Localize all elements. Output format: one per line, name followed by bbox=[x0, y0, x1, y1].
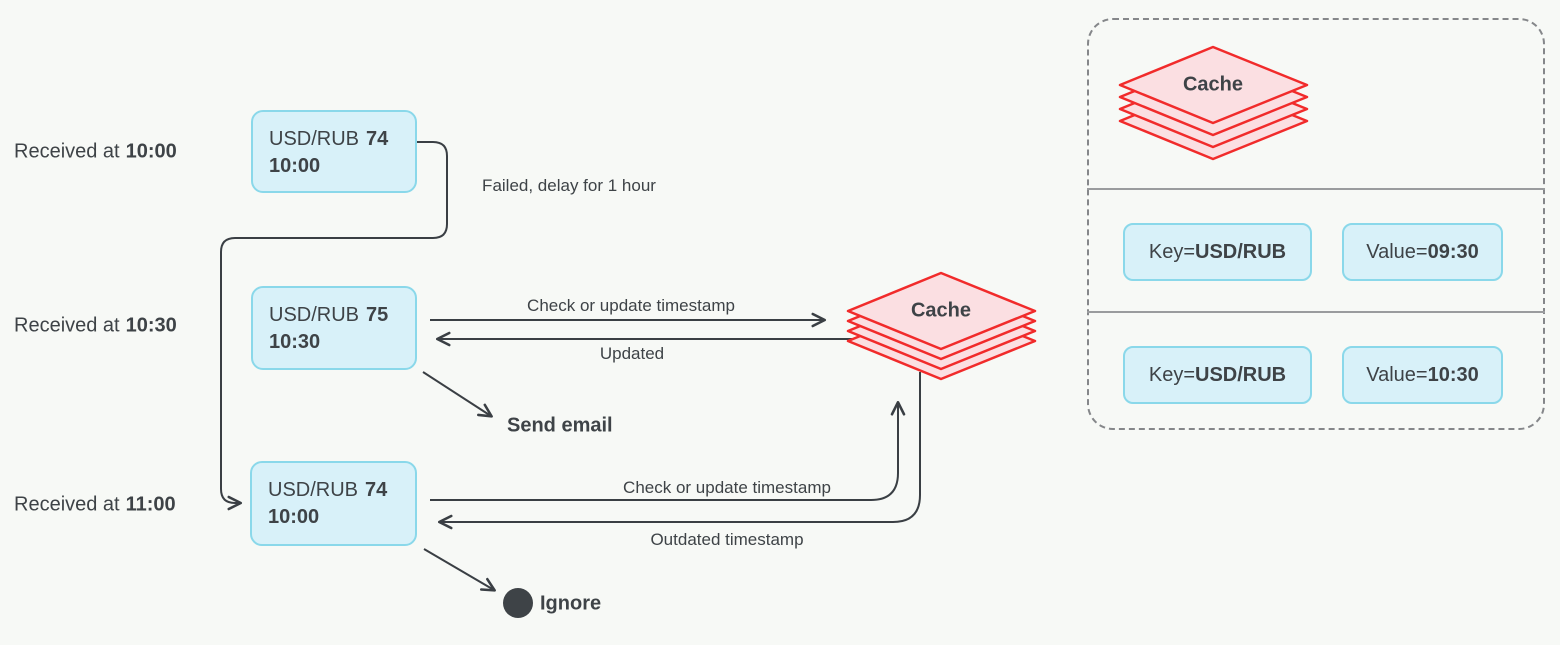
panel-key-1-value: USD/RUB bbox=[1195, 240, 1287, 263]
outdated-label: Outdated timestamp bbox=[650, 530, 804, 549]
send-email-label: Send email bbox=[507, 414, 613, 437]
panel-value-2-value: 10:30 bbox=[1427, 363, 1479, 386]
message-box-1: USD/RUB 74 10:00 bbox=[251, 110, 417, 193]
ignore-label: Ignore bbox=[540, 592, 602, 615]
message-box-2-rate: 75 bbox=[366, 304, 389, 326]
message-box-2-pair: USD/RUB bbox=[269, 304, 360, 326]
updated-label: Updated bbox=[599, 344, 665, 363]
panel-value-1-value: 09:30 bbox=[1427, 240, 1479, 263]
message-box-3-rate: 74 bbox=[365, 479, 388, 501]
check-update-label-2: Check or update timestamp bbox=[623, 478, 831, 497]
received-label-1-time: 10:00 bbox=[125, 140, 177, 163]
panel-value-box-2: Value=10:30 bbox=[1342, 346, 1503, 404]
panel-cache-icon bbox=[1118, 45, 1309, 161]
cache-state-panel bbox=[1087, 18, 1545, 430]
panel-value-2-prefix: Value= bbox=[1366, 363, 1428, 386]
message-box-3-time: 10:00 bbox=[268, 506, 320, 528]
received-label-2-text: Received at bbox=[14, 314, 120, 337]
message-box-2-time: 10:30 bbox=[269, 331, 321, 353]
panel-divider-2 bbox=[1087, 311, 1545, 313]
cache-icon bbox=[846, 271, 1037, 381]
failed-delay-arrow bbox=[220, 141, 448, 511]
send-email-arrow bbox=[422, 371, 493, 418]
received-label-3-time: 11:00 bbox=[125, 493, 176, 516]
failed-delay-label: Failed, delay for 1 hour bbox=[482, 176, 656, 195]
panel-key-box-2: Key=USD/RUB bbox=[1123, 346, 1312, 404]
message-box-3-pair: USD/RUB bbox=[268, 479, 359, 501]
received-label-3-text: Received at bbox=[14, 493, 120, 516]
message-box-1-pair: USD/RUB bbox=[269, 128, 360, 150]
message-box-3-line1: USD/RUB 74 bbox=[268, 477, 415, 504]
message-box-1-line1: USD/RUB 74 bbox=[269, 126, 415, 153]
panel-value-1-prefix: Value= bbox=[1366, 240, 1428, 263]
message-box-2-line1: USD/RUB 75 bbox=[269, 302, 415, 329]
check-update-label-1: Check or update timestamp bbox=[527, 296, 735, 315]
panel-divider-1 bbox=[1087, 188, 1545, 190]
received-label-1-text: Received at bbox=[14, 140, 120, 163]
message-box-2: USD/RUB 75 10:30 bbox=[251, 286, 417, 370]
received-label-2-time: 10:30 bbox=[125, 314, 177, 337]
outdated-arrow bbox=[437, 372, 921, 530]
panel-key-1-prefix: Key= bbox=[1148, 240, 1196, 263]
panel-value-box-1: Value=09:30 bbox=[1342, 223, 1503, 281]
message-box-3: USD/RUB 74 10:00 bbox=[250, 461, 417, 546]
message-box-1-rate: 74 bbox=[366, 128, 389, 150]
panel-key-2-value: USD/RUB bbox=[1195, 363, 1287, 386]
ignore-arrow bbox=[423, 548, 496, 592]
cache-title: Cache bbox=[910, 299, 972, 322]
message-box-1-time: 10:00 bbox=[269, 155, 321, 177]
panel-key-2-prefix: Key= bbox=[1148, 363, 1196, 386]
check-update-arrow-2 bbox=[430, 400, 906, 501]
panel-key-box-1: Key=USD/RUB bbox=[1123, 223, 1312, 281]
ignore-dot bbox=[503, 588, 533, 618]
panel-cache-title: Cache bbox=[1182, 73, 1244, 96]
